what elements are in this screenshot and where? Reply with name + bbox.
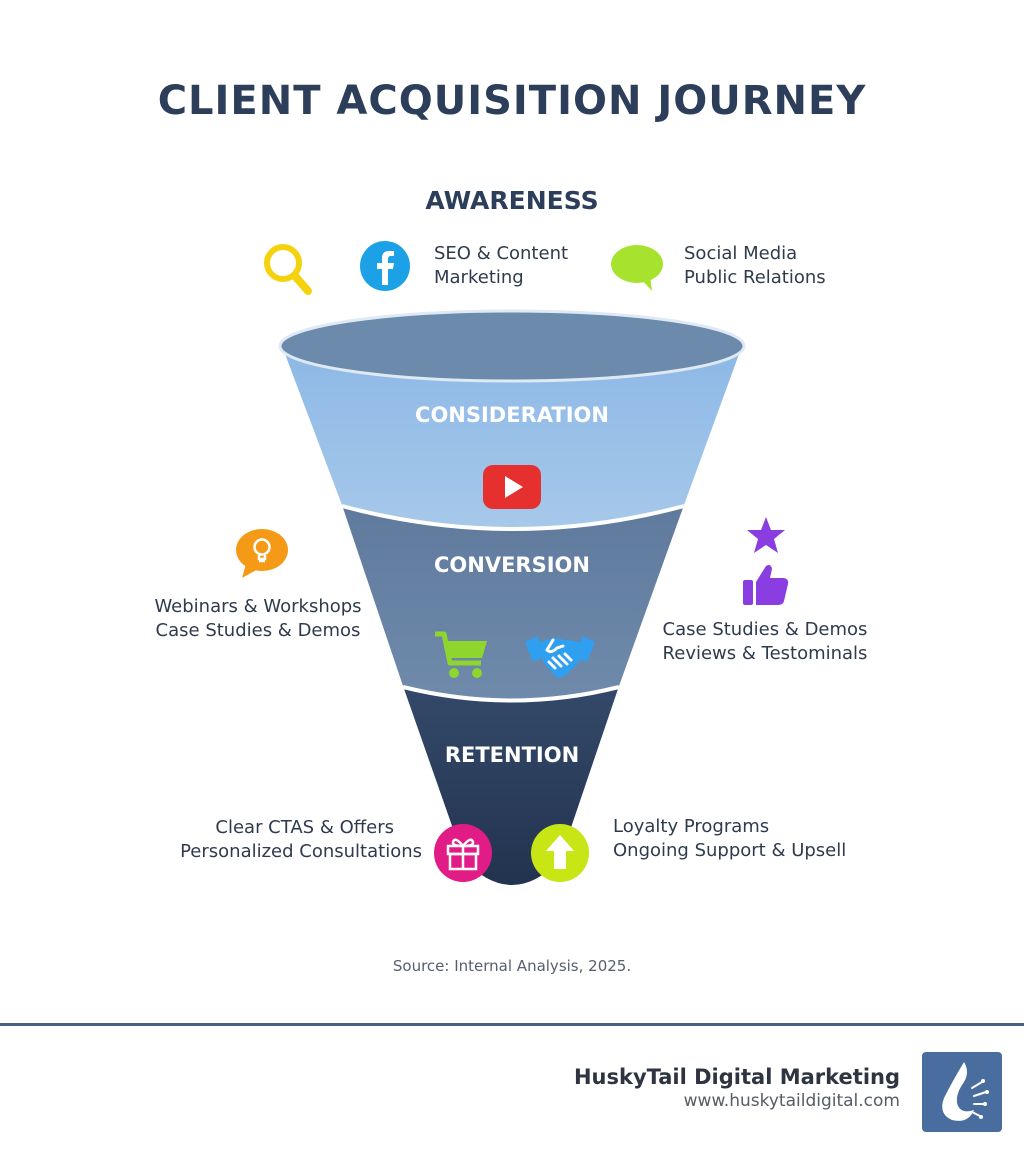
awareness-seo-line1: SEO & Content xyxy=(434,243,569,264)
handshake-icon xyxy=(525,636,595,678)
stage-conversion: CONVERSION xyxy=(434,553,590,577)
play-icon xyxy=(483,465,541,509)
funnel-rim xyxy=(278,309,746,383)
funnel-divider-1 xyxy=(341,504,685,531)
left-bottom-text: Clear CTAS & Offers Personalized Consult… xyxy=(140,816,422,864)
funnel-conversion xyxy=(342,505,684,700)
shopping-cart-icon xyxy=(435,631,487,678)
awareness-social-line1: Social Media xyxy=(684,243,798,264)
right-mid-line2: Reviews & Testominals xyxy=(662,643,868,664)
funnel-consideration xyxy=(282,346,742,528)
arrow-up-icon xyxy=(531,824,589,882)
left-mid-line1: Webinars & Workshops xyxy=(154,596,362,617)
left-mid-text: Webinars & Workshops Case Studies & Demo… xyxy=(148,595,368,643)
awareness-seo-line2: Marketing xyxy=(434,267,524,288)
right-mid-line1: Case Studies & Demos xyxy=(662,619,868,640)
search-icon xyxy=(264,244,312,295)
right-mid-text: Case Studies & Demos Reviews & Testomina… xyxy=(656,618,874,666)
stage-retention: RETENTION xyxy=(444,743,580,767)
funnel-divider-2 xyxy=(402,685,620,703)
page-title: CLIENT ACQUISITION JOURNEY xyxy=(157,78,867,124)
left-mid-line2: Case Studies & Demos xyxy=(155,620,361,641)
right-bottom-line1: Loyalty Programs xyxy=(613,816,770,837)
brand-url[interactable]: www.huskytaildigital.com xyxy=(683,1091,900,1111)
awareness-social-text: Social Media Public Relations xyxy=(684,242,826,290)
star-icon xyxy=(747,517,785,553)
footer-divider xyxy=(0,1023,1024,1026)
awareness-social-line2: Public Relations xyxy=(684,267,826,288)
awareness-seo-text: SEO & Content Marketing xyxy=(434,242,568,290)
gift-icon xyxy=(434,824,492,882)
chat-bubble-icon xyxy=(611,245,663,291)
lightbulb-icon xyxy=(236,529,288,578)
facebook-icon xyxy=(360,241,410,291)
right-bottom-text: Loyalty Programs Ongoing Support & Upsel… xyxy=(613,815,846,863)
thumbs-up-icon xyxy=(743,565,789,605)
source-note: Source: Internal Analysis, 2025. xyxy=(392,957,632,975)
husky-logo-mark xyxy=(942,1062,989,1121)
left-bottom-line2: Personalized Consultations xyxy=(180,841,422,862)
right-bottom-line2: Ongoing Support & Upsell xyxy=(613,840,847,861)
awareness-heading: AWARENESS xyxy=(425,186,599,215)
left-bottom-line1: Clear CTAS & Offers xyxy=(215,817,394,838)
husky-logo xyxy=(922,1052,1002,1132)
brand-name: HuskyTail Digital Marketing xyxy=(573,1065,900,1089)
stage-consideration: CONSIDERATION xyxy=(415,403,609,427)
